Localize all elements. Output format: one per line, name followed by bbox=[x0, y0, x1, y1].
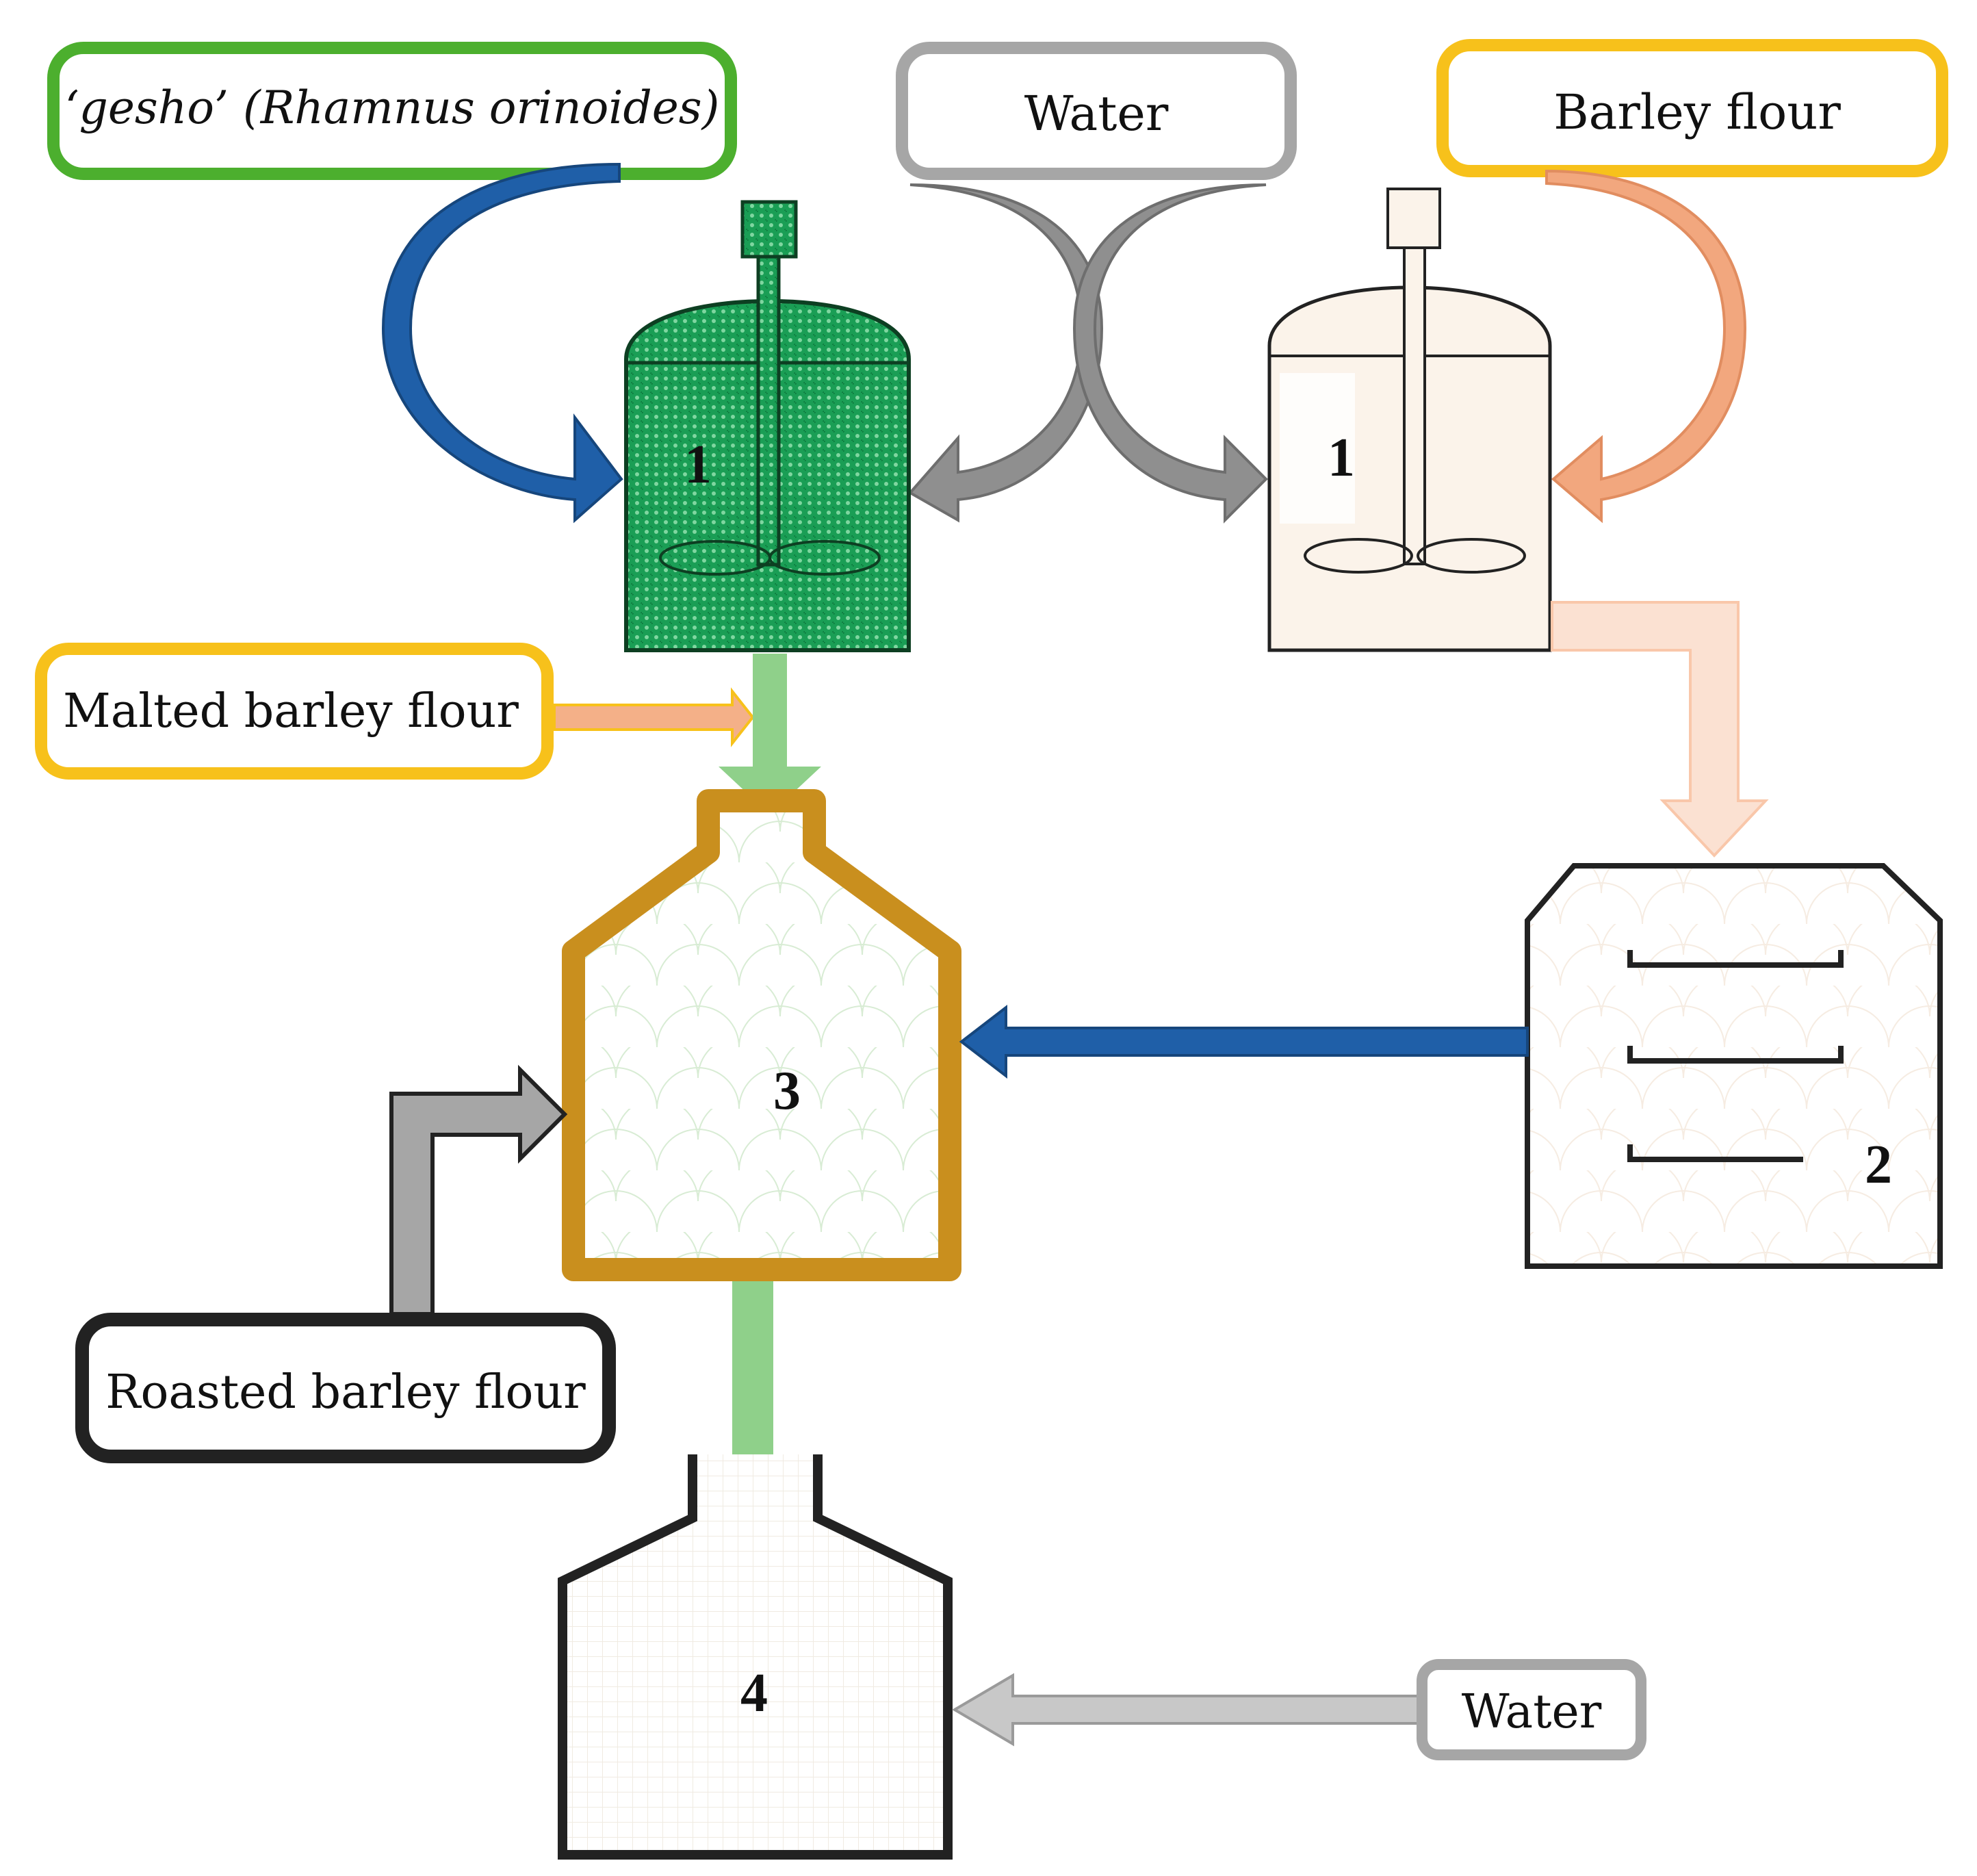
gesho-to-fermenter-arrow bbox=[719, 654, 821, 814]
barley-flour-input-box: Barley flour bbox=[1436, 39, 1948, 177]
dryer-tray-1 bbox=[1627, 950, 1844, 968]
barley-to-dryer-arrow bbox=[1551, 601, 1769, 858]
gesho-tank-motor bbox=[740, 200, 798, 259]
final-vessel: 4 bbox=[558, 1454, 953, 1860]
fermenter-to-final-arrow bbox=[698, 1281, 807, 1509]
water-bottom-label: Water bbox=[1462, 1685, 1602, 1739]
gesho-tank-number: 1 bbox=[684, 435, 712, 495]
fermenter-number: 3 bbox=[773, 1061, 801, 1121]
barley-tank-number: 1 bbox=[1328, 428, 1355, 488]
final-vessel-number: 4 bbox=[740, 1663, 768, 1723]
gesho-tank-shaft bbox=[756, 255, 781, 567]
gesho-arrow bbox=[381, 162, 623, 524]
water-bottom-input-box: Water bbox=[1417, 1659, 1646, 1760]
barley-tank-motor bbox=[1386, 188, 1441, 249]
malted-barley-flour-arrow bbox=[553, 687, 755, 747]
barley-flour-arrow bbox=[1545, 169, 1747, 524]
barley-tank-shaft bbox=[1403, 246, 1426, 565]
roasted-barley-flour-label: Roasted barley flour bbox=[105, 1365, 586, 1419]
dryer-tray-2 bbox=[1627, 1046, 1844, 1064]
dryer-vessel: 2 bbox=[1525, 863, 1943, 1269]
gesho-mixing-tank: 1 bbox=[624, 200, 911, 652]
water-to-gesho-arrow bbox=[907, 183, 1104, 523]
gesho-input-box: ‘gesho’ (Rhamnus orinoides) bbox=[47, 42, 737, 180]
water-bottom-arrow bbox=[952, 1673, 1421, 1747]
dryer-to-fermenter-arrow bbox=[959, 1004, 1529, 1079]
dryer-number: 2 bbox=[1865, 1135, 1892, 1195]
water-to-barley-arrow bbox=[1072, 183, 1268, 524]
fermenter-vessel: 3 bbox=[562, 789, 961, 1281]
water-top-label: Water bbox=[1024, 86, 1169, 142]
barley-flour-label: Barley flour bbox=[1553, 84, 1841, 140]
malted-barley-flour-input-box: Malted barley flour bbox=[35, 643, 554, 780]
roasted-barley-flour-input-box: Roasted barley flour bbox=[75, 1313, 616, 1463]
gesho-label: ‘gesho’ (Rhamnus orinoides) bbox=[65, 81, 720, 134]
malted-barley-flour-label: Malted barley flour bbox=[63, 684, 519, 738]
water-top-input-box: Water bbox=[896, 42, 1297, 180]
dryer-tray-3 bbox=[1627, 1144, 1803, 1162]
roasted-barley-flour-arrow bbox=[389, 1064, 568, 1316]
barley-mixing-tank: 1 bbox=[1267, 188, 1552, 652]
